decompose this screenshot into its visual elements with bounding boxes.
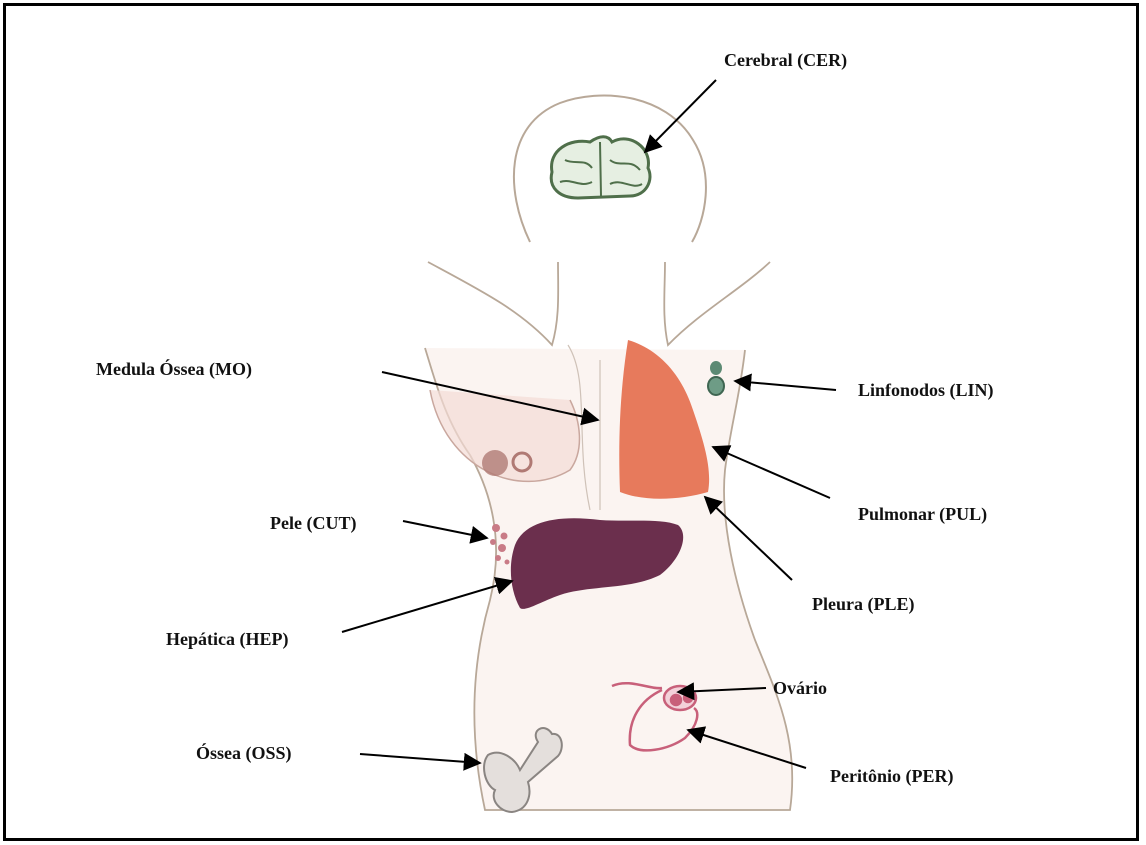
shoulders-outline [428, 262, 770, 345]
label-ossea: Óssea (OSS) [196, 743, 292, 764]
label-pele: Pele (CUT) [270, 513, 356, 534]
arrow-pele [403, 521, 487, 538]
label-linfonodos: Linfonodos (LIN) [858, 380, 994, 401]
brain-icon [551, 137, 650, 198]
arrow-cerebral [645, 80, 716, 152]
label-cerebral: Cerebral (CER) [724, 50, 847, 71]
label-peritonio: Peritônio (PER) [830, 766, 953, 787]
breast-lesion-large [482, 450, 508, 476]
label-pulmonar: Pulmonar (PUL) [858, 504, 987, 525]
label-medula-ossea: Medula Óssea (MO) [96, 359, 252, 380]
label-hepatica: Hepática (HEP) [166, 629, 288, 650]
arrow-ossea [360, 754, 480, 763]
arrow-linfonodos [735, 381, 836, 390]
arrow-pulmonar [713, 447, 830, 498]
label-pleura: Pleura (PLE) [812, 594, 914, 615]
label-ovario: Ovário [773, 678, 827, 699]
